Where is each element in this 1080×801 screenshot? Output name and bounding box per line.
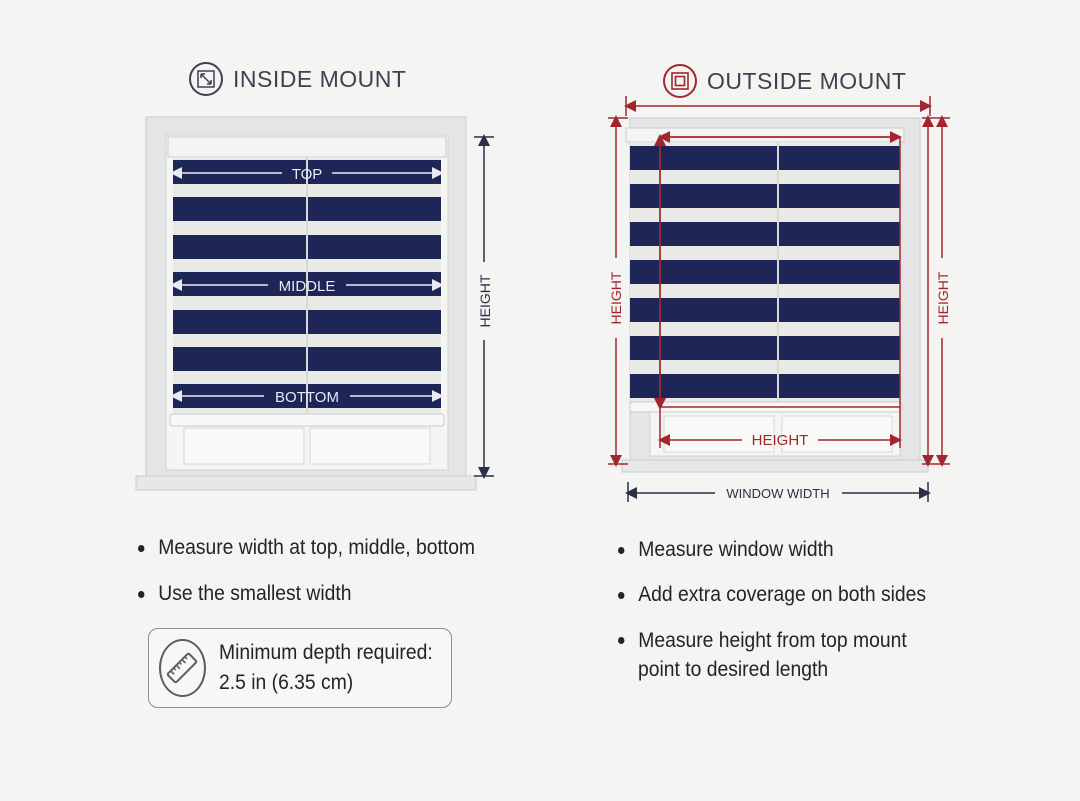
outside-mount-title: OUTSIDE MOUNT: [663, 64, 906, 98]
outside-headrail: [625, 127, 905, 143]
outside-blind-fabric: [630, 142, 900, 404]
outside-bullet-list: Measure window width Add extra coverage …: [618, 536, 953, 656]
inside-bullet: Measure width at top, middle, bottom: [138, 534, 475, 561]
bottom-rail: [169, 413, 445, 427]
min-depth-text: Minimum depth required: 2.5 in (6.35 cm): [219, 638, 433, 698]
headrail: [167, 136, 447, 158]
middle-label: MIDDLE: [279, 278, 336, 295]
window-width-label: WINDOW WIDTH: [726, 486, 829, 501]
outside-inner-height-label: HEIGHT: [752, 432, 809, 449]
top-label: TOP: [292, 166, 323, 183]
blind-fabric: [173, 157, 441, 417]
outside-bullet-continuation: point to desired length: [638, 658, 829, 681]
min-depth-line1: Minimum depth required:: [218, 641, 433, 664]
min-depth-callout: Minimum depth required: 2.5 in (6.35 cm): [148, 628, 452, 708]
outside-window-sill: [621, 459, 929, 473]
inside-mount-icon: [189, 62, 223, 96]
outside-left-height-label: HEIGHT: [608, 271, 624, 324]
bottom-label: BOTTOM: [275, 389, 339, 406]
inside-mount-title-text: INSIDE MOUNT: [233, 65, 407, 92]
outside-mount-icon: [663, 64, 697, 98]
outside-bullet: Measure window width: [618, 536, 926, 563]
inside-height-label: HEIGHT: [477, 274, 493, 327]
min-depth-line2: 2.5 in (6.35 cm): [218, 671, 353, 694]
window-sill: [135, 475, 477, 491]
outside-bullet: Measure height from top mount: [618, 626, 926, 656]
outside-bullet: Add extra coverage on both sides: [618, 581, 926, 608]
outside-right-height-label: HEIGHT: [935, 271, 951, 324]
ruler-icon: [159, 639, 206, 697]
inside-bullet: Use the smallest width: [138, 580, 475, 607]
inside-mount-diagram: TOP MIDDLE BOTTOM HEIGHT: [135, 116, 494, 491]
inside-mount-title: INSIDE MOUNT: [189, 62, 406, 96]
outside-mount-title-text: OUTSIDE MOUNT: [707, 67, 907, 94]
outside-mount-diagram: HEIGHT HEIGHT HEIGHT WINDOW WIDTH: [608, 96, 951, 502]
inside-bullet-list: Measure width at top, middle, bottom Use…: [138, 534, 504, 607]
